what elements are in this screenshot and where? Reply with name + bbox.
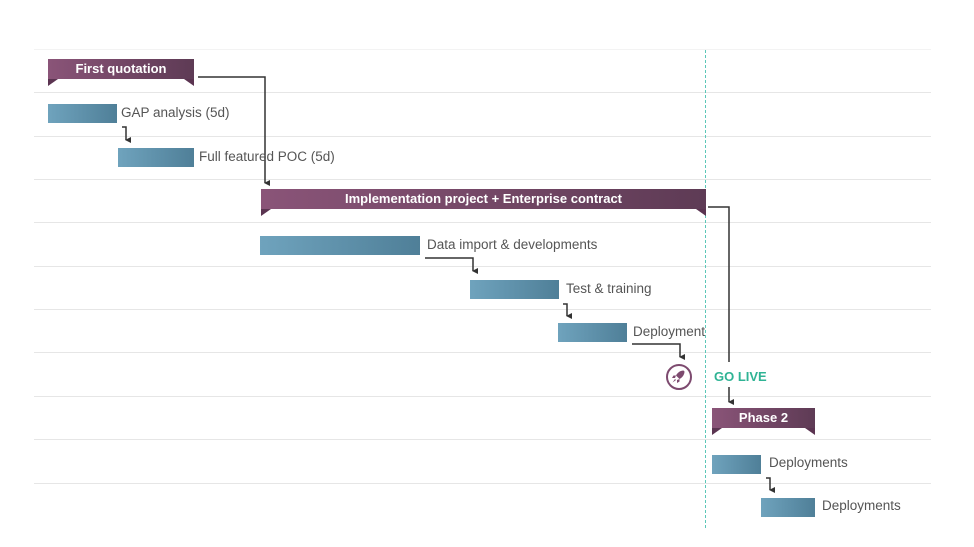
- task-bar-gap: [48, 104, 117, 123]
- connector-gap-poc: [122, 126, 131, 143]
- task-bar-deployment: [558, 323, 627, 342]
- task-bar-deployments-2: [761, 498, 815, 517]
- grid-line: [34, 222, 931, 223]
- connector-data-test: [425, 257, 478, 274]
- task-bar-data-import: [260, 236, 420, 255]
- connector-impl-phase2: [708, 206, 730, 362]
- connector-deploy-golive: [632, 343, 685, 360]
- connector-quotation-impl: [198, 76, 270, 186]
- banner-implementation: Implementation project + Enterprise cont…: [261, 189, 706, 216]
- grid-line: [34, 92, 931, 93]
- task-bar-poc: [118, 148, 194, 167]
- grid-line: [34, 439, 931, 440]
- task-label-poc: Full featured POC (5d): [199, 149, 335, 164]
- grid-line: [34, 352, 931, 353]
- grid-line: [34, 49, 931, 50]
- grid-line: [34, 136, 931, 137]
- grid-line: [34, 309, 931, 310]
- task-label-data-import: Data import & developments: [427, 237, 598, 252]
- grid-line: [34, 483, 931, 484]
- task-label-deployments-1: Deployments: [769, 455, 848, 470]
- grid-line: [34, 266, 931, 267]
- task-bar-deployments-1: [712, 455, 761, 474]
- banner-first-quotation: First quotation: [48, 59, 194, 86]
- task-bar-test: [470, 280, 559, 299]
- banner-phase2: Phase 2: [712, 408, 815, 435]
- connector-deployments: [766, 477, 775, 493]
- banner-implementation-label: Implementation project + Enterprise cont…: [344, 191, 623, 206]
- go-live-label: GO LIVE: [714, 369, 767, 384]
- rocket-icon: [666, 364, 692, 390]
- banner-first-quotation-label: First quotation: [75, 61, 167, 76]
- grid-line: [34, 179, 931, 180]
- task-label-test: Test & training: [566, 281, 652, 296]
- task-label-deployments-2: Deployments: [822, 498, 901, 513]
- connector-test-deploy: [563, 303, 572, 319]
- task-label-gap: GAP analysis (5d): [121, 105, 230, 120]
- go-live-line: [705, 50, 706, 528]
- banner-phase2-label: Phase 2: [738, 410, 789, 425]
- task-label-deployment: Deployment: [633, 324, 706, 339]
- grid-line: [34, 396, 931, 397]
